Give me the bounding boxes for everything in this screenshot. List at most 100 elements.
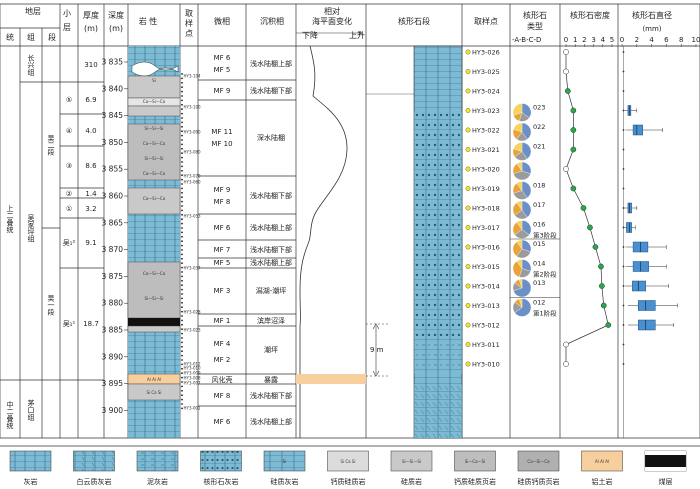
core-sample-dot [181,381,183,383]
core-sample-dot [181,205,183,207]
core-sample-dot [181,253,183,256]
core-sample-dot [181,244,183,247]
density-tick-label: 2 [582,36,586,44]
legend-swatch-tag: Si [283,459,287,464]
layer-thickness: 4.0 [85,127,96,135]
lith-label: Ca—Si—Ca [143,141,166,146]
core-sample-dot [181,187,183,190]
lith-label: Ca—Si—Ca [143,99,166,104]
core-sample-dot [181,156,183,159]
pie-slice [519,298,523,308]
depth-tick-label: 3 875 [102,272,124,281]
legend: 灰岩白云质灰岩泥灰岩核形石灰岩Si硅质灰岩Si Ca Si钙质硅质岩Si—Si—… [0,445,700,486]
header-oncoid-type-1: 核形石 [523,10,547,20]
core-sample-dot [181,112,183,115]
core-sample-dot [181,284,183,287]
sea-level-curve: 9 m [296,45,388,438]
sample-marker [465,361,471,367]
sample-list: HY3-026HY3-025HY3-024HY3-023HY3-022HY3-0… [465,49,500,369]
core-sample-dot [181,143,183,146]
legend-swatch [9,450,52,472]
core-sample-dot [181,262,183,265]
stage-label: 第2阶段 [533,270,557,279]
core-sample-dot [181,200,183,203]
core-sample-label: HY3-100 [184,105,202,110]
legend-label: 硅质灰岩 [271,477,299,486]
header-formation: 组 [27,32,35,42]
header-thickness-2: (m) [84,24,98,33]
pie-slice [516,259,523,269]
core-sample-dot [181,147,183,150]
pie-slice [516,239,523,250]
legend-coal-band [645,467,686,471]
legend-swatch-tag: Si Ca Si [340,459,355,464]
sample-label: HY3-021 [472,146,500,154]
density-point [592,244,599,250]
core-sample-dot [181,332,183,335]
density-point [564,88,571,94]
core-sample-points: HY3-104HY3-100HY3-090HY3-080HY3-070HY3-0… [181,73,202,411]
diameter-baseline-dot [622,304,625,307]
density-tick-label: 0 [564,36,568,44]
layer-label: ⑤ [66,96,72,104]
density-point [580,205,587,211]
legend-label: 白云质灰岩 [77,477,112,486]
core-sample-label: HY3-060 [184,180,202,185]
density-point [563,341,569,348]
core-sample-dot [181,73,183,75]
density-point [570,107,577,114]
maokou-label: 茅口组 [27,399,35,421]
legend-swatch [73,450,115,472]
core-sample-dot [181,227,183,229]
header-sample-points: 取样点 [474,16,498,26]
header-member: 段 [48,32,56,42]
sample-marker [465,342,471,347]
facies-label: 浅水陆棚下部 [250,245,292,254]
depth-tick-label: 3 900 [102,406,124,415]
core-sample-dot [181,117,183,119]
legend-label: 钙质硅质页岩 [454,477,496,486]
core-sample-dot [181,209,183,212]
legend-swatch [200,450,242,472]
sample-marker [465,205,471,211]
pie-label: 014 [533,260,545,268]
legend-swatch [517,450,560,472]
layer-label: ② [66,190,72,198]
density-point [563,361,569,367]
core-sample-label: HY3-104 [184,74,202,79]
diameter-tick-label: 0 [620,36,624,44]
pie-label: 017 [533,201,545,209]
core-sample-dot [181,231,183,234]
legend-coal-band [645,451,686,455]
density-point [570,127,577,133]
sample-label: HY3-018 [472,205,500,213]
lith-label: Si Ca Si [146,390,161,395]
legend-swatch-tag: Si—Ca—Si [465,459,486,464]
legend-swatch-tag: Al Al Al [595,459,609,464]
facies-label: 浅水陆棚下部 [250,191,292,200]
core-sample-dot [181,350,183,353]
layer-thickness: 18.7 [83,320,99,328]
pie-slice [513,122,523,133]
microfacies-label: MF 3 [214,287,231,295]
core-sample-label: HY3-028 [184,310,202,315]
pie-slice [521,181,532,198]
diameter-box [626,222,632,233]
header-sampling-3: 点 [185,29,193,38]
facies-label: 深水陆棚 [257,133,285,142]
sample-label: HY3-016 [472,244,500,252]
header-oncoid-segment: 核形石段 [398,16,430,26]
legend-label: 硅质岩 [401,477,422,486]
core-sample-dot [181,81,183,84]
density-line [565,52,609,364]
core-sample-dot [181,372,183,375]
microfacies-label: MF 5 [214,259,231,267]
density-tick-label: 3 [591,36,595,44]
sample-label: HY3-012 [472,322,500,330]
facies-label: 浅水陆棚上部 [250,258,292,267]
sample-marker [465,322,471,328]
core-sample-dot [181,328,183,331]
core-sample-dot [181,403,183,405]
legend-label: 泥灰岩 [147,477,168,486]
